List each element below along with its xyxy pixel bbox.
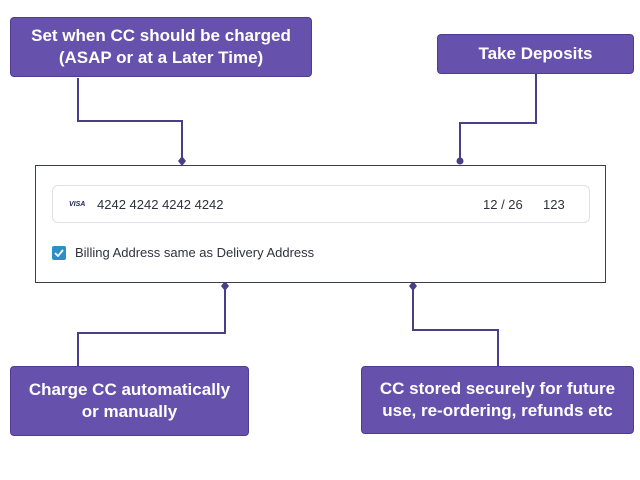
checkmark-icon — [54, 248, 64, 257]
callout-charge-mode-line2: or manually — [81, 402, 178, 421]
connector-charge-timing — [77, 78, 183, 160]
card-expiry-input[interactable]: 12 / 26 — [483, 196, 523, 212]
callout-deposits-line1: Take Deposits — [478, 44, 593, 63]
callout-charge-mode: Charge CC automatically or manually — [10, 366, 249, 436]
callout-charge-timing: Set when CC should be charged (ASAP or a… — [10, 17, 312, 77]
connector-deposits — [459, 74, 537, 160]
callout-secure-storage: CC stored securely for future use, re-or… — [361, 366, 634, 434]
connector-secure-storage — [412, 288, 499, 366]
callout-charge-timing-line1: Set when CC should be charged — [31, 26, 291, 45]
visa-logo-icon: VISA — [69, 200, 86, 208]
payment-form-frame: VISA 4242 4242 4242 4242 12 / 26 123 Bil… — [35, 165, 606, 283]
callout-deposits: Take Deposits — [437, 34, 634, 74]
billing-address-label: Billing Address same as Delivery Address — [75, 245, 315, 260]
card-cvc-input[interactable]: 123 — [543, 196, 565, 212]
billing-address-option[interactable]: Billing Address same as Delivery Address — [52, 245, 314, 260]
callout-secure-storage-line1: CC stored securely for future — [379, 379, 616, 398]
connector-deposits-dot — [456, 157, 464, 165]
card-input-field[interactable]: VISA 4242 4242 4242 4242 12 / 26 123 — [52, 185, 590, 223]
callout-charge-timing-line2: (ASAP or at a Later Time) — [58, 48, 264, 67]
card-number-input[interactable]: 4242 4242 4242 4242 — [97, 196, 224, 212]
callout-secure-storage-line2: use, re-ordering, refunds etc — [382, 401, 613, 420]
callout-charge-mode-line1: Charge CC automatically — [28, 380, 231, 399]
billing-address-checkbox[interactable] — [52, 245, 66, 260]
connector-charge-mode — [77, 288, 226, 366]
